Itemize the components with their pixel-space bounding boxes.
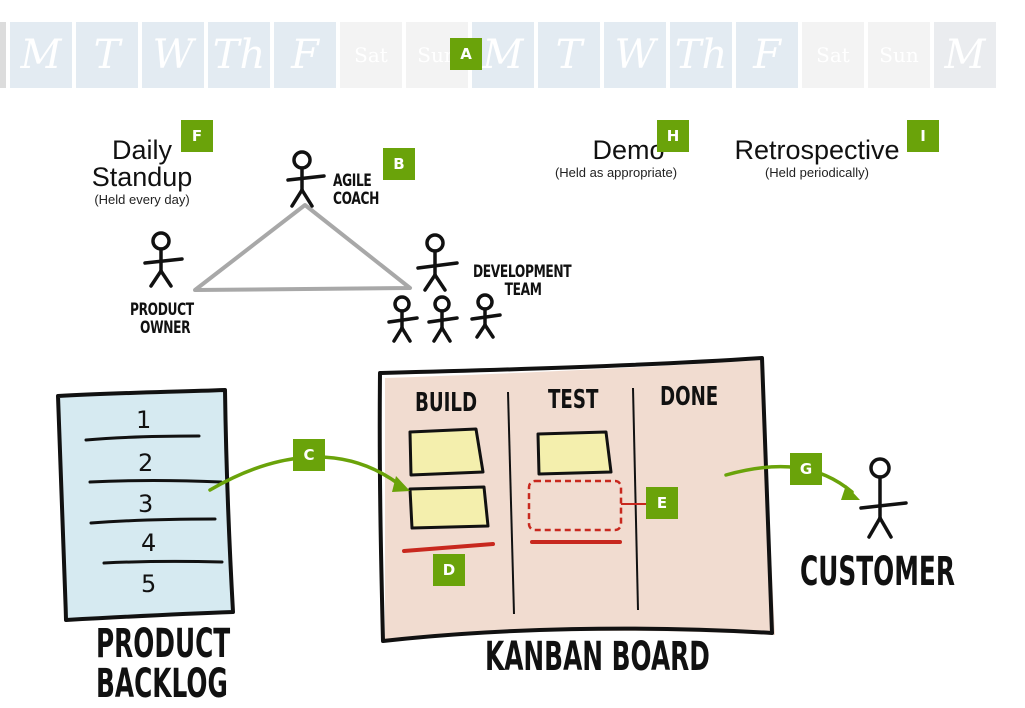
development-team-line2: TEAM bbox=[504, 279, 542, 300]
calendar-day: Sat bbox=[802, 22, 864, 88]
daily-standup-subtitle: (Held every day) bbox=[94, 192, 190, 207]
retrospective-label: Retrospective (Held periodically) bbox=[726, 135, 908, 180]
badge-e: E bbox=[646, 487, 678, 519]
sticky-note-build-2 bbox=[408, 485, 490, 530]
calendar-day: Sat bbox=[340, 22, 402, 88]
product-owner-label: PRODUCT OWNER bbox=[130, 300, 194, 338]
sticky-note-test-1 bbox=[536, 430, 613, 476]
retrospective-title: Retrospective bbox=[734, 135, 900, 165]
product-owner-figure bbox=[143, 231, 184, 288]
customer-label: CUSTOMER bbox=[800, 549, 955, 595]
badge-f: F bbox=[181, 120, 213, 152]
badge-g: G bbox=[790, 453, 822, 485]
development-team-line1: DEVELOPMENT bbox=[473, 262, 572, 282]
daily-standup-label: Daily Standup (Held every day) bbox=[80, 135, 204, 207]
calendar-day: M bbox=[934, 22, 996, 88]
empty-slot-outline bbox=[527, 479, 623, 532]
badge-b: B bbox=[383, 148, 415, 180]
column-build: BUILD bbox=[415, 388, 478, 418]
product-backlog-line2: BACKLOG bbox=[96, 661, 228, 707]
daily-standup-title-1: Daily bbox=[111, 135, 172, 165]
badge-i: I bbox=[907, 120, 939, 152]
badge-h: H bbox=[657, 120, 689, 152]
development-team-label: DEVELOPMENT TEAM bbox=[473, 262, 572, 300]
product-backlog-line1: PRODUCT bbox=[96, 621, 231, 667]
kanban-board bbox=[377, 356, 775, 643]
agile-coach-line2: COACH bbox=[333, 188, 379, 209]
backlog-item-1: 1 bbox=[136, 406, 152, 434]
agile-coach-label: AGILE COACH bbox=[333, 171, 379, 209]
dev-team-figures bbox=[387, 233, 502, 343]
daily-standup-title-2: Standup bbox=[91, 162, 193, 192]
kanban-board-label: KANBAN BOARD bbox=[485, 634, 710, 680]
product-owner-line1: PRODUCT bbox=[130, 300, 194, 320]
pull-arrow-head bbox=[392, 476, 410, 492]
calendar-day: F bbox=[736, 22, 798, 88]
calendar-day: M bbox=[472, 22, 534, 88]
calendar-day: T bbox=[538, 22, 600, 88]
backlog-item-4: 4 bbox=[141, 529, 157, 557]
calendar-day: F bbox=[274, 22, 336, 88]
column-done: DONE bbox=[660, 382, 719, 412]
calendar-day: M bbox=[10, 22, 72, 88]
calendar-day: W bbox=[604, 22, 666, 88]
delivery-arrow-head bbox=[841, 485, 860, 500]
demo-label: Demo (Held as appropriate) bbox=[540, 135, 692, 180]
demo-subtitle: (Held as appropriate) bbox=[554, 165, 678, 180]
calendar-day: Th bbox=[208, 22, 270, 88]
agile-coach-figure bbox=[286, 150, 326, 208]
calendar-edge bbox=[0, 22, 6, 88]
badge-a: A bbox=[450, 38, 482, 70]
column-test: TEST bbox=[548, 385, 599, 415]
wip-limit-build bbox=[402, 542, 495, 553]
calendar-day: Sun bbox=[868, 22, 930, 88]
product-backlog-label: PRODUCT BACKLOG bbox=[96, 624, 230, 704]
backlog-item-5: 5 bbox=[141, 570, 157, 598]
calendar-day: T bbox=[76, 22, 138, 88]
badge-c: C bbox=[293, 439, 325, 471]
team-triangle bbox=[193, 203, 412, 292]
badge-d: D bbox=[433, 554, 465, 586]
agile-coach-line1: AGILE bbox=[333, 171, 372, 191]
customer-figure bbox=[859, 457, 908, 539]
product-backlog-sheet bbox=[56, 388, 235, 622]
product-owner-line2: OWNER bbox=[140, 317, 191, 338]
sticky-note-build-1 bbox=[408, 427, 485, 477]
retrospective-subtitle: (Held periodically) bbox=[764, 165, 870, 180]
calendar-day: Th bbox=[670, 22, 732, 88]
backlog-item-3: 3 bbox=[138, 490, 154, 518]
calendar-day: W bbox=[142, 22, 204, 88]
demo-title: Demo bbox=[592, 135, 665, 165]
backlog-item-2: 2 bbox=[138, 449, 154, 477]
